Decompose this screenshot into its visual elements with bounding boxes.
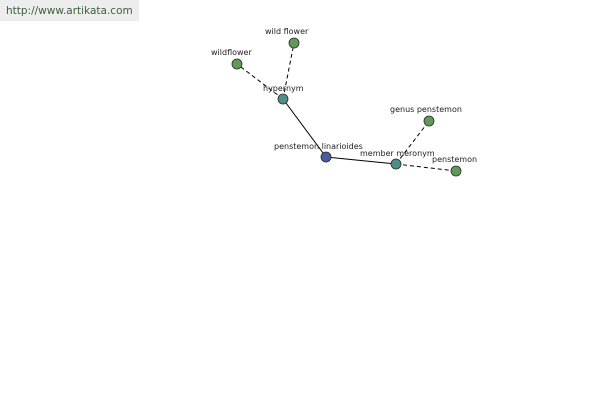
nodes-layer [231, 37, 462, 177]
node-wildflower[interactable] [231, 58, 243, 70]
node-label-wild-flower: wild flower [265, 27, 309, 36]
edge-member-meronym-to-penstemon [395, 163, 457, 172]
edges-layer [236, 42, 457, 172]
watermark-bar: http://www.artikata.com [0, 0, 139, 21]
node-label-hypernym: hypernym [263, 84, 304, 93]
node-root[interactable] [320, 151, 332, 163]
watermark-url-link[interactable]: http://www.artikata.com [6, 5, 133, 17]
node-hypernym[interactable] [277, 93, 289, 105]
node-label-root: penstemon linarioides [274, 142, 363, 151]
node-label-member-meronym: member meronym [360, 149, 435, 158]
edge-root-to-hypernym [282, 98, 327, 158]
edge-root-to-member-meronym [325, 156, 397, 165]
edge-hypernym-to-wildflower [236, 63, 284, 100]
node-label-penstemon: penstemon [432, 155, 477, 164]
node-wild-flower[interactable] [288, 37, 300, 49]
node-label-wildflower: wildflower [211, 48, 252, 57]
node-label-genus-penstemon: genus penstemon [390, 105, 462, 114]
edge-member-meronym-to-genus-penstemon [395, 120, 430, 165]
node-penstemon[interactable] [450, 165, 462, 177]
labels-layer: penstemon linarioides hypernym member mero… [211, 27, 477, 164]
node-member-meronym[interactable] [390, 158, 402, 170]
edge-hypernym-to-wild-flower [282, 42, 295, 100]
node-genus-penstemon[interactable] [423, 115, 435, 127]
